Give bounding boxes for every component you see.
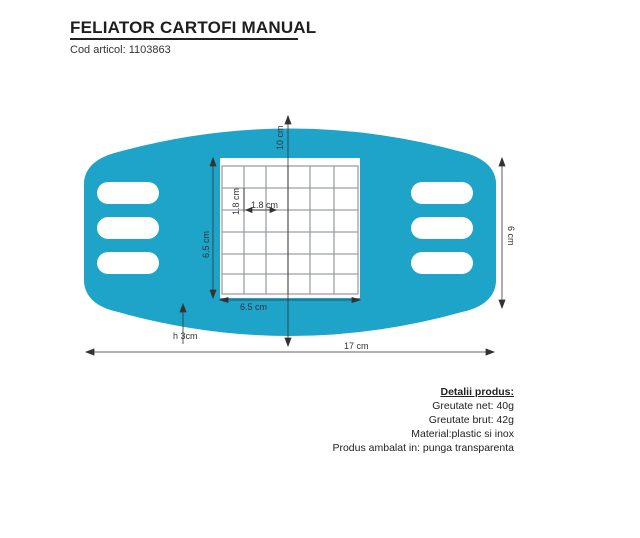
total-width-label: 17 cm [344, 341, 369, 351]
title-underline [70, 38, 298, 40]
grid-horizontal-dimension [218, 296, 362, 304]
right-slot-3 [411, 252, 473, 274]
right-slot-2 [411, 217, 473, 239]
left-slot-3 [97, 252, 159, 274]
total-width-dimension [84, 348, 496, 356]
grid-vertical-dimension [209, 156, 217, 300]
material: Material:plastic si inox [411, 428, 514, 440]
thickness-dimension [179, 302, 187, 344]
product-title: FELIATOR CARTOFI MANUAL [70, 18, 317, 37]
grid-vertical-label: 6.5 cm [201, 231, 211, 258]
product-details: Detalii produs: Greutate net: 40g Greuta… [332, 385, 514, 455]
cell-horizontal-dimension [244, 206, 278, 214]
height-dimension [284, 114, 292, 348]
right-slot-1 [411, 182, 473, 204]
cutting-window [220, 158, 360, 298]
details-heading: Detalii produs: [440, 386, 514, 398]
left-slot-2 [97, 217, 159, 239]
blade-grid [221, 165, 359, 295]
left-slot-1 [97, 182, 159, 204]
thickness-label: h 3cm [173, 331, 198, 341]
net-weight: Greutate net: 40g [432, 400, 514, 412]
side-dimension [498, 156, 506, 310]
cell-vertical-label: 1.8 cm [231, 188, 241, 215]
grid-horizontal-label: 6.5 cm [240, 302, 267, 312]
packaging: Produs ambalat in: punga transparenta [332, 442, 514, 454]
height-top-label: 10 cm [275, 125, 285, 150]
cell-horizontal-label: 1.8 cm [251, 200, 278, 210]
product-code: Cod articol: 1103863 [70, 44, 171, 56]
side-height-label: 6 cm [506, 226, 516, 246]
gross-weight: Greutate brut: 42g [428, 414, 514, 426]
